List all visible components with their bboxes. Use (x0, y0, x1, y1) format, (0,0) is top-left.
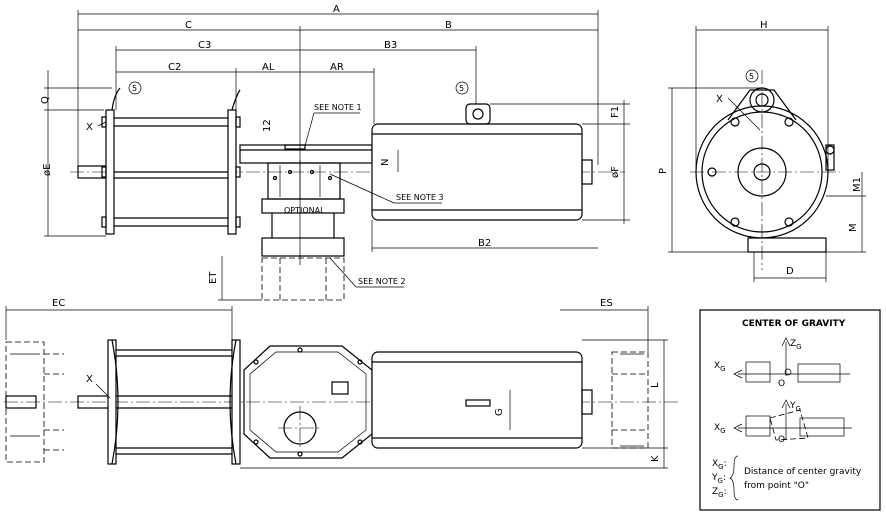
center-of-gravity-box: CENTER OF GRAVITY ZG XG O YG XG O XG: YG… (699, 309, 881, 511)
cog-xg-axis-2: XG (714, 423, 726, 435)
cog-desc-line2: from point "O" (744, 481, 809, 491)
dim-g: G (494, 408, 505, 416)
plan-view: EC ES X G L K (4, 298, 680, 469)
symbol-five: 5 (132, 84, 137, 93)
dim-h: H (760, 20, 768, 31)
note-3: SEE NOTE 3 (396, 193, 444, 202)
cog-xg-label: XG: (712, 459, 727, 471)
dim-c3: C3 (198, 40, 211, 51)
cog-desc-line1: Distance of center gravity (744, 467, 862, 477)
dim-c: C (185, 20, 192, 31)
note-1: SEE NOTE 1 (314, 103, 362, 112)
dim-a: A (333, 4, 340, 15)
cog-origin-2: O (778, 435, 785, 445)
cog-yg-label: YG: (711, 473, 726, 485)
dim-twelve: 12 (262, 119, 273, 132)
dim-p: P (658, 168, 669, 174)
dim-l: L (650, 382, 661, 388)
symbol-five: 5 (459, 84, 464, 93)
dim-m1: M1 (852, 177, 863, 192)
dim-b2: B2 (478, 238, 491, 249)
front-view: 5 5 A C B C3 B3 C2 AL AR Q X øE 12 (40, 4, 630, 301)
dim-b3: B3 (384, 40, 397, 51)
dim-n: N (380, 159, 391, 166)
cog-xg-axis: XG (714, 361, 726, 373)
cog-yg-axis: YG (789, 401, 801, 413)
cog-origin-1: O (778, 379, 785, 389)
dim-k: K (650, 455, 661, 462)
cog-title: CENTER OF GRAVITY (742, 319, 846, 329)
dim-x-side: X (716, 94, 723, 105)
cog-zg-axis: ZG (790, 339, 802, 351)
symbol-five: 5 (749, 72, 754, 81)
dim-es: ES (600, 298, 613, 309)
dim-phi-e: øE (42, 164, 53, 176)
dim-et: ET (208, 271, 219, 284)
dim-al: AL (262, 62, 275, 73)
dim-b: B (445, 20, 452, 31)
dim-x: X (86, 122, 93, 133)
optional-label: OPTIONAL (284, 206, 325, 215)
cog-zg-label: ZG: (712, 487, 727, 499)
note-2: SEE NOTE 2 (358, 277, 406, 286)
dim-m: M (848, 223, 859, 232)
dim-q: Q (40, 96, 51, 104)
dim-phi-f: øF (610, 166, 621, 178)
dim-d: D (786, 266, 794, 277)
dim-ar: AR (330, 62, 344, 73)
dim-ec: EC (52, 298, 65, 309)
dim-f1: F1 (610, 106, 621, 118)
dim-c2: C2 (168, 62, 181, 73)
dim-x-plan: X (86, 374, 93, 385)
side-view: 5 H X P M1 M D (658, 20, 866, 282)
